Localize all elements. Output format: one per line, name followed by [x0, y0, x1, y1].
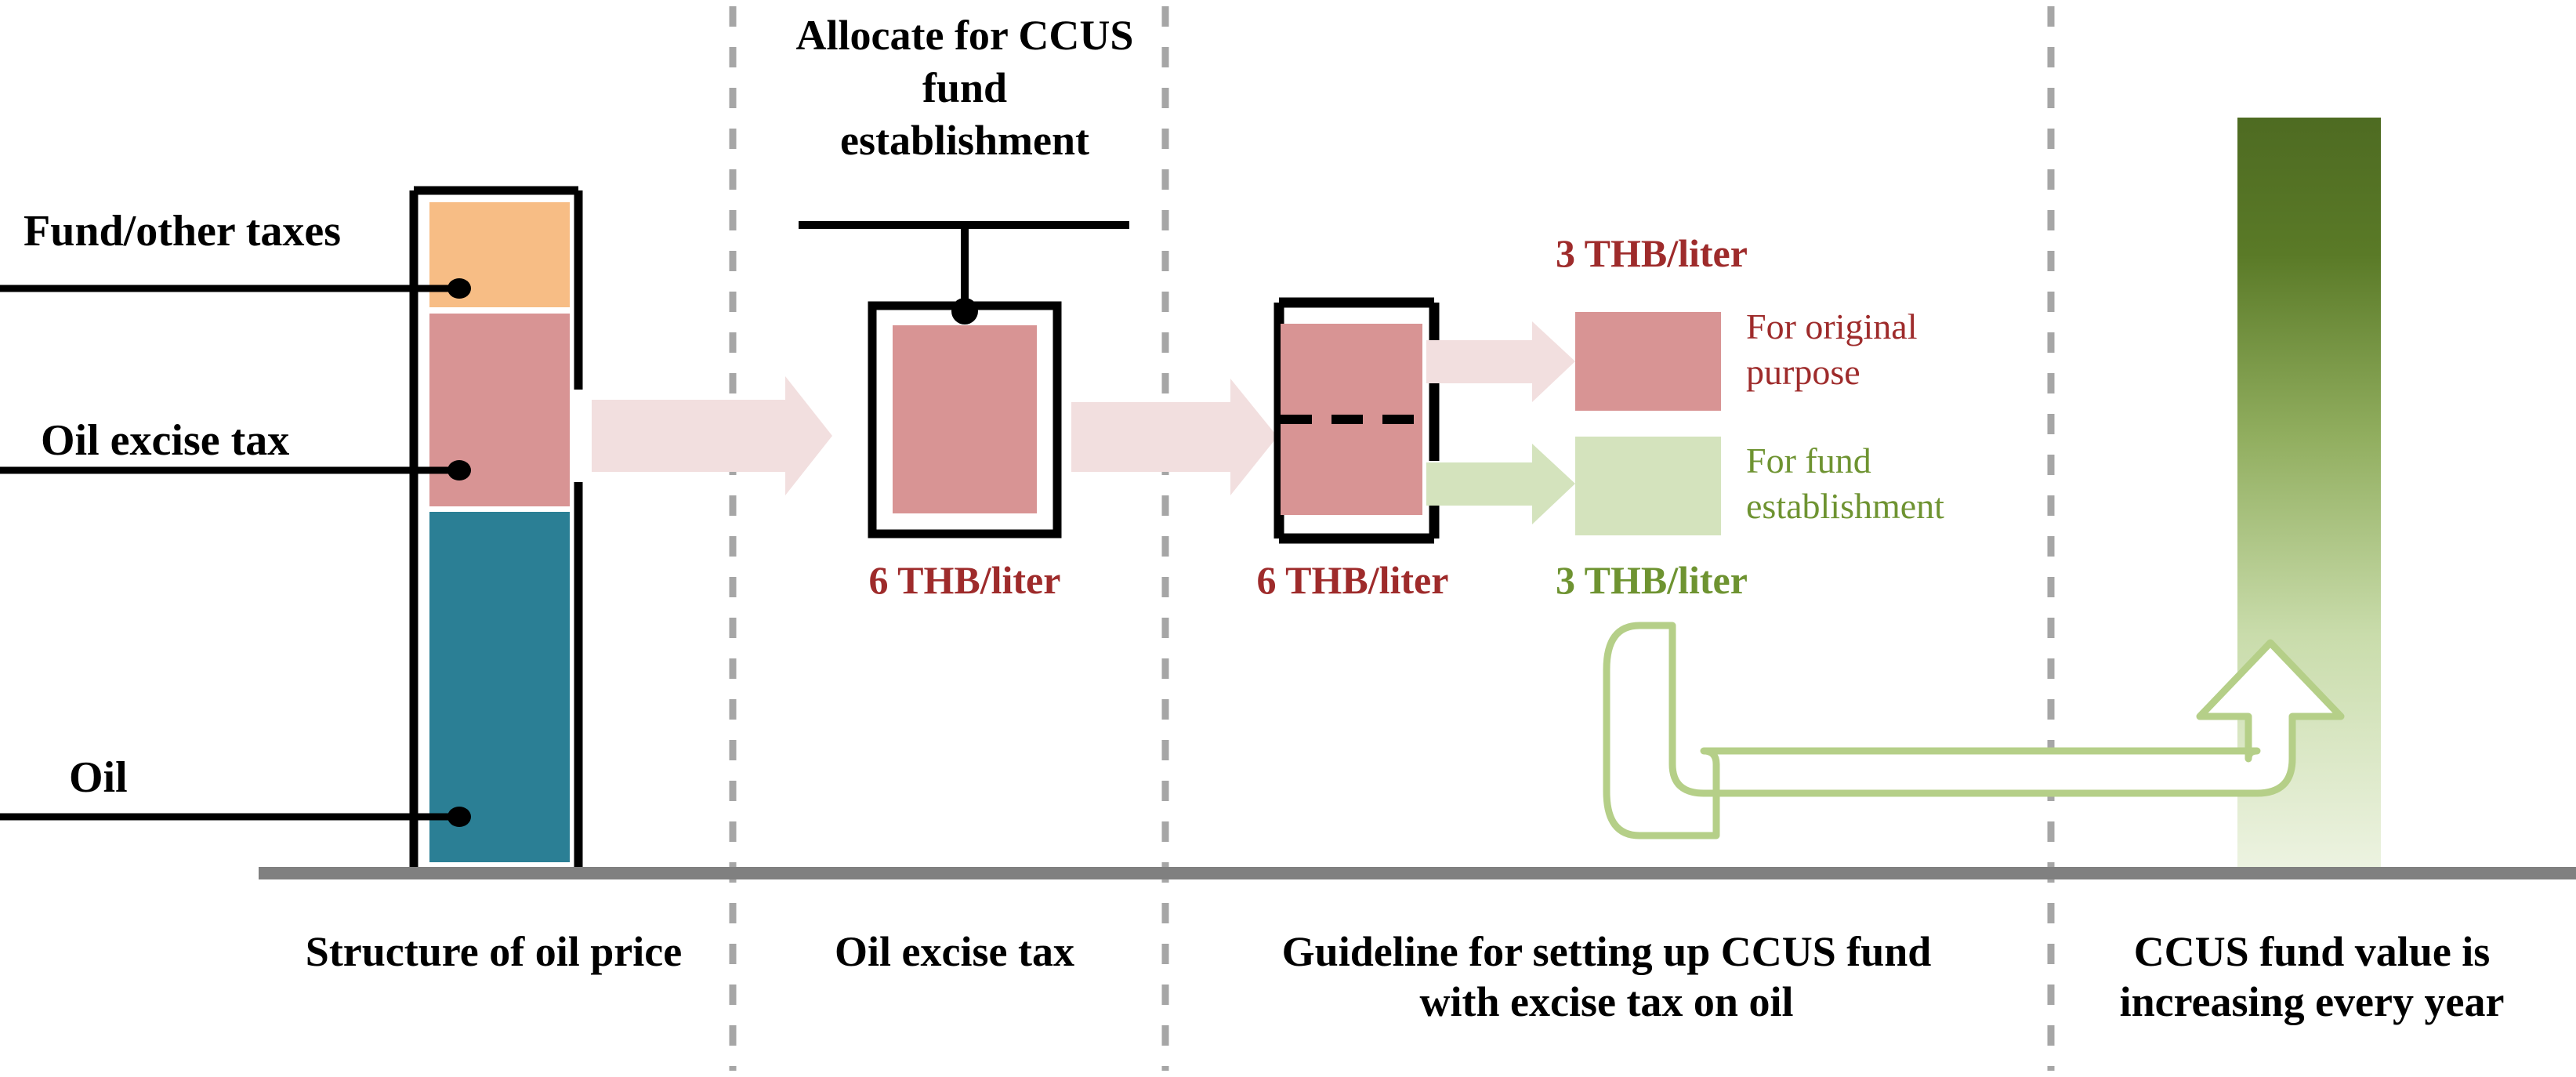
- flow-arrow-2: [1071, 379, 1277, 495]
- leader-dot-oil: [447, 807, 471, 827]
- leader-dots: [447, 278, 471, 827]
- caption-guideline-line2: with excise tax on oil: [1420, 978, 1794, 1025]
- section-dividers: [729, 6, 2055, 1071]
- allocate-title-line1: Allocate for CCUS: [796, 12, 1134, 59]
- caption-ccus-fund-value-line1: CCUS fund value is: [2134, 928, 2491, 975]
- excise-box-value: 6 THB/liter: [869, 558, 1061, 602]
- legend-swatch-original-purpose: [1575, 312, 1721, 411]
- fund-establishment-value: 3 THB/liter: [1556, 558, 1748, 602]
- guideline-box-frame: [1274, 297, 1440, 544]
- stack-label-oil: Oil: [69, 753, 128, 802]
- legend-label-original-purpose-line2: purpose: [1746, 352, 1860, 392]
- stack-label-fund-other-taxes: Fund/other taxes: [24, 207, 341, 256]
- legend-label-original-purpose-line1: For original: [1746, 306, 1917, 346]
- original-purpose-value: 3 THB/liter: [1556, 231, 1748, 275]
- flow-arrow-1: [592, 376, 832, 495]
- baseline: [259, 867, 2576, 879]
- guideline-box-value: 6 THB/liter: [1257, 558, 1449, 602]
- split-arrow-fund-establishment: [1426, 444, 1575, 524]
- stack-label-oil-excise-tax: Oil excise tax: [41, 416, 289, 465]
- segment-oil: [429, 512, 570, 862]
- caption-guideline-line1: Guideline for setting up CCUS fund: [1282, 928, 1932, 975]
- excise-box-frame: [868, 301, 1062, 538]
- excise-box-fill: [893, 325, 1037, 513]
- caption-structure-of-oil-price: Structure of oil price: [306, 928, 682, 975]
- leader-lines: [0, 285, 455, 821]
- caption-oil-excise-tax: Oil excise tax: [835, 928, 1074, 975]
- leader-dot-oil-excise-tax: [447, 460, 471, 480]
- legend-swatch-fund-establishment: [1575, 437, 1721, 535]
- split-arrow-original-purpose: [1426, 321, 1575, 402]
- legend-label-fund-establishment-line1: For fund: [1746, 441, 1871, 480]
- leader-dot-fund-other-taxes: [447, 278, 471, 299]
- caption-ccus-fund-value-line2: increasing every year: [2120, 978, 2505, 1025]
- allocate-title-line2: fund: [922, 64, 1007, 111]
- segment-oil-excise-tax: [429, 314, 570, 506]
- fund-feed-arrow: [1603, 622, 2345, 839]
- legend-label-fund-establishment-line2: establishment: [1746, 486, 1944, 526]
- allocate-title-line3: establishment: [840, 117, 1089, 164]
